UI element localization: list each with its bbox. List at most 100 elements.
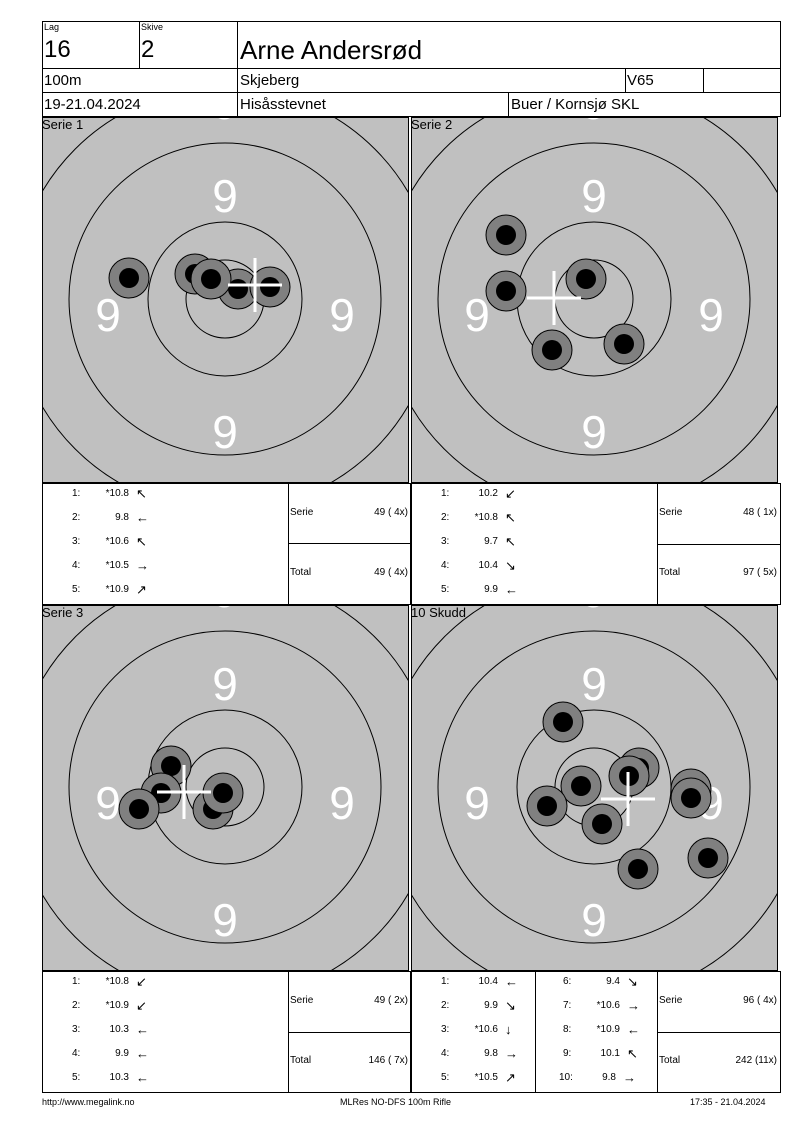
header-row3-mid: [237, 92, 509, 117]
shot-value: 9.9: [484, 584, 498, 595]
serie-score: 48 ( 1x): [743, 507, 777, 518]
shot-value: 9.8: [484, 1048, 498, 1059]
shot-direction-arrow-icon: ←: [505, 974, 518, 989]
shot-value: 9.8: [602, 1072, 616, 1083]
shot-center: [161, 756, 181, 776]
ring-digit-9: 9: [581, 118, 607, 129]
panel-label-10-skudd: 10 Skudd: [411, 605, 466, 620]
serie-score: 49 ( 4x): [374, 507, 408, 518]
shot-direction-arrow-icon: ↖: [136, 534, 147, 549]
footer-url[interactable]: http://www.megalink.no: [42, 1097, 135, 1107]
shot-value: 10.1: [600, 1048, 620, 1059]
total-label: Total: [290, 567, 312, 578]
ring-digit-9: 9: [329, 289, 355, 341]
panel-label-serie-2: Serie 2: [411, 117, 453, 132]
club: Skjeberg: [240, 72, 300, 89]
ring-digit-9: 9: [581, 894, 607, 946]
ring-10: [185, 747, 265, 827]
shot-number: 4:: [441, 1048, 450, 1059]
total-label: Total: [290, 1055, 312, 1066]
shot-value: 9.4: [606, 976, 620, 987]
shot-direction-arrow-icon: →: [623, 1070, 636, 1085]
shot-value: *10.6: [474, 1024, 498, 1035]
ring-8: [68, 630, 382, 944]
dates: 19-21.04.2024: [44, 96, 141, 113]
skive-value: 2: [141, 36, 155, 63]
shot-direction-arrow-icon: →: [505, 1046, 518, 1061]
shot-number: 3:: [72, 536, 81, 547]
total-score: 242 (11x): [735, 1055, 777, 1066]
ring-digit-9: 9: [581, 406, 607, 458]
shot-direction-arrow-icon: ↘: [505, 558, 516, 573]
ring-digit-9: 9: [329, 777, 355, 829]
ring-digit-9: 9: [581, 658, 607, 710]
ring-digit-9: 9: [212, 406, 238, 458]
panel-label-serie-1: Serie 1: [42, 117, 84, 132]
ring-digit-9: 9: [212, 170, 238, 222]
skive-label: Skive: [141, 22, 164, 32]
ring-digit-9: 9: [212, 606, 238, 617]
shot-direction-arrow-icon: ↙: [136, 974, 147, 989]
serie-score: 49 ( 2x): [374, 995, 408, 1006]
target-background: [412, 118, 777, 482]
total-label: Total: [659, 567, 681, 578]
shot-direction-arrow-icon: →: [136, 558, 149, 573]
shot-value: *10.9: [105, 584, 129, 595]
shot-direction-arrow-icon: ←: [505, 582, 518, 597]
lag-value: 16: [44, 36, 71, 63]
shot-value: *10.9: [105, 1000, 129, 1011]
ring-digit-9: 9: [95, 289, 121, 341]
total-label: Total: [659, 1055, 681, 1066]
serie-score: 96 ( 4x): [743, 995, 777, 1006]
total-score: 97 ( 5x): [743, 567, 777, 578]
shot-center: [614, 334, 634, 354]
shot-value: *10.6: [596, 1000, 620, 1011]
shot-number: 4:: [72, 1048, 81, 1059]
target-serie-1: 999999: [42, 117, 409, 483]
lag-label: Lag: [44, 22, 60, 32]
score-total-s2: [657, 544, 781, 605]
ring-digit-9: 9: [212, 894, 238, 946]
serie-label: Serie: [290, 995, 314, 1006]
shot-center: [681, 788, 701, 808]
score-total-s4: [657, 1032, 781, 1093]
shot-value: *10.8: [474, 512, 498, 523]
shot-value: *10.5: [474, 1072, 498, 1083]
shot-number: 3:: [441, 536, 450, 547]
shot-direction-arrow-icon: ↘: [627, 974, 638, 989]
ring-digit-9: 9: [464, 289, 490, 341]
shot-value: *10.5: [105, 560, 129, 571]
shot-direction-arrow-icon: ←: [136, 1070, 149, 1085]
ring-digit-9: 9: [95, 777, 121, 829]
shot-center: [119, 268, 139, 288]
ring-8: [437, 142, 751, 456]
score-total-s3: [288, 1032, 411, 1093]
serie-label: Serie: [659, 507, 683, 518]
shot-number: 4:: [441, 560, 450, 571]
serie-label: Serie: [659, 995, 683, 1006]
shot-number: 5:: [72, 1072, 81, 1083]
location: Buer / Kornsjø SKL: [511, 96, 640, 113]
shot-number: 6:: [563, 976, 572, 987]
shot-center: [129, 799, 149, 819]
shot-value: *10.8: [105, 488, 129, 499]
ring-digit-9: 9: [581, 170, 607, 222]
shot-value: 10.4: [478, 560, 498, 571]
shot-direction-arrow-icon: ←: [627, 1022, 640, 1037]
shot-direction-arrow-icon: ↖: [505, 534, 516, 549]
shot-value: 10.2: [478, 488, 498, 499]
shot-value: 10.3: [109, 1024, 129, 1035]
ring-digit-9: 9: [212, 118, 238, 129]
shot-direction-arrow-icon: ↙: [505, 486, 516, 501]
shot-value: 10.4: [478, 976, 498, 987]
shot-value: 9.9: [115, 1048, 129, 1059]
shot-number: 4:: [72, 560, 81, 571]
shot-direction-arrow-icon: ↗: [136, 582, 147, 597]
shot-number: 2:: [72, 1000, 81, 1011]
shot-direction-arrow-icon: ↙: [136, 998, 147, 1013]
shot-center: [628, 859, 648, 879]
shot-number: 3:: [441, 1024, 450, 1035]
shot-number: 1:: [72, 488, 81, 499]
ring-digit-9: 9: [698, 289, 724, 341]
score-table-s4-split: [411, 971, 536, 1093]
